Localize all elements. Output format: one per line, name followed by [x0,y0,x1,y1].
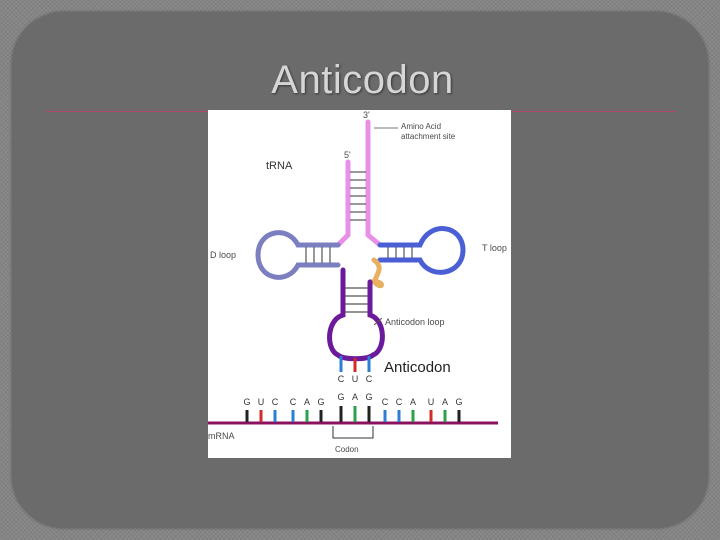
mrna-base: U [257,397,265,407]
mrna-base: A [303,397,310,407]
anticodon-label: Anticodon [384,359,451,376]
anticodon-sticks [339,356,371,372]
mrna-base: A [409,397,416,407]
mrna-base: G [317,397,325,407]
anticodon-loop-pointer [373,317,383,326]
mrna-base: A [351,392,358,402]
acceptor-stem [335,119,383,248]
trna-structure-svg [208,119,498,439]
d-arm [255,230,341,280]
t-arm-pairs [387,247,413,258]
d-loop-label: D loop [210,250,237,260]
mrna-base: C [395,397,403,407]
amino-acid-site-label: Amino Acid attachment site [401,122,456,141]
mrna-base: G [337,392,345,402]
mrna-base: G [365,392,373,402]
anticodon-loop-label: Anticodon loop [385,317,445,327]
slide-title: Anticodon [271,58,454,102]
codon-label: Codon [335,445,359,454]
anticodon-base: C [365,374,373,384]
t-arm [377,226,466,275]
codon-bracket [332,426,374,439]
mrna-base: G [455,397,463,407]
anticodon-arm-pairs [345,287,368,313]
anticodon-base: C [337,374,345,384]
anticodon-base: U [351,374,359,384]
trna-label: tRNA [266,160,293,172]
mrna-base: G [243,397,251,407]
acceptor-stem-pairs [350,171,366,221]
mrna-label: mRNA [208,431,235,441]
variable-loop [367,257,385,289]
five-prime-label: 5' [344,150,351,160]
mrna-base: C [289,397,297,407]
mrna-base: A [441,397,448,407]
mrna-base: U [427,397,435,407]
d-arm-pairs [305,247,331,263]
t-loop-label: T loop [482,243,507,253]
mrna-base: C [271,397,279,407]
mrna-base: C [381,397,389,407]
mrna-sticks [245,406,461,422]
three-prime-label: 3' [363,110,370,120]
trna-diagram: 3' 5' Amino Acid attachment site tRNA D … [208,110,511,458]
